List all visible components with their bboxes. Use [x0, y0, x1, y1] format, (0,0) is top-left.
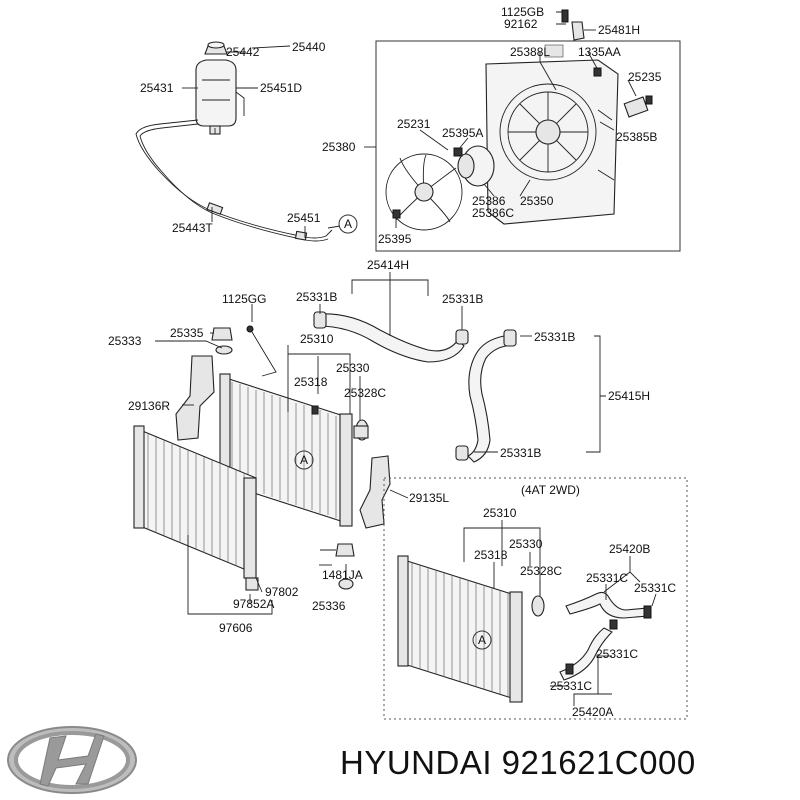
part-label-25451d: 25451D: [260, 81, 302, 95]
fan-motor: [453, 145, 495, 187]
coolant-reservoir-assembly: [135, 41, 333, 242]
part-label-25420b: 25420B: [609, 542, 650, 556]
part-label-97606: 97606: [219, 621, 253, 635]
condenser: [133, 425, 257, 579]
part-label-25331b-lower-bottom: 25331B: [500, 446, 541, 460]
reference-circle-a-radiator: [294, 450, 314, 470]
part-label-25431: 25431: [140, 81, 174, 95]
reference-circle-a: [338, 214, 358, 234]
radiator-small-parts: [211, 325, 369, 591]
fan-shroud: [485, 59, 619, 225]
part-label-25328c: 25328C: [344, 386, 386, 400]
part-label-1335aa: 1335AA: [578, 45, 621, 59]
part-label-25414h: 25414H: [367, 258, 409, 272]
part-label-92162: 92162: [504, 17, 538, 31]
part-label-25333: 25333: [108, 334, 142, 348]
reference-letter-a-variant: A: [478, 633, 486, 647]
variant-hoses: [559, 591, 652, 681]
part-label-25420a: 25420A: [572, 705, 613, 719]
part-label-25440: 25440: [292, 40, 326, 54]
part-label-25335: 25335: [170, 326, 204, 340]
part-label-25386c: 25386C: [472, 206, 514, 220]
reference-letter-a: A: [344, 217, 352, 231]
product-caption: HYUNDAI 921621C000: [340, 744, 696, 781]
part-label-25388l: 25388L: [510, 45, 550, 59]
part-label-25310-variant: 25310: [483, 506, 517, 520]
part-label-25318-variant: 25318: [474, 548, 508, 562]
part-label-25443t: 25443T: [172, 221, 213, 235]
air-guard-left: [359, 455, 391, 529]
part-label-1125gb: 1125GB: [501, 5, 544, 19]
part-label-29136r: 29136R: [128, 399, 170, 413]
part-label-25231: 25231: [397, 117, 431, 131]
reference-letter-a-radiator: A: [300, 453, 308, 467]
part-label-25481h: 25481H: [598, 23, 640, 37]
part-label-25331c-top-left: 25331C: [586, 571, 628, 585]
part-label-25442: 25442: [226, 45, 260, 59]
part-label-1481ja: 1481JA: [322, 568, 363, 582]
fan-top-bracket: [392, 9, 602, 219]
part-label-25331b-upper-right: 25331B: [442, 292, 483, 306]
fan-resistor: [623, 95, 653, 118]
reservoir-leader-lines: [182, 45, 341, 238]
part-label-25310: 25310: [300, 332, 334, 346]
part-label-97802: 97802: [265, 585, 299, 599]
part-label-25328c-variant: 25328C: [520, 564, 562, 578]
part-label-25331c-top-right: 25331C: [634, 581, 676, 595]
part-label-25331b-upper-left: 25331B: [296, 290, 337, 304]
part-label-25350: 25350: [520, 194, 554, 208]
fan-leader-lines: [364, 11, 637, 228]
part-label-25415h: 25415H: [608, 389, 650, 403]
part-label-25451: 25451: [287, 211, 321, 225]
part-label-25331c-bottom: 25331C: [550, 679, 592, 693]
fan-assembly-box: [375, 40, 681, 252]
part-label-25330-variant: 25330: [509, 537, 543, 551]
part-label-25318: 25318: [294, 375, 328, 389]
part-label-29135l: 29135L: [409, 491, 449, 505]
radiator-leader-lines: [155, 304, 409, 615]
variant-leader-lines: [463, 520, 657, 706]
part-label-25380: 25380: [322, 140, 356, 154]
part-label-25395: 25395: [378, 232, 412, 246]
upper-radiator-hose: [313, 311, 469, 363]
part-label-25385b: 25385B: [616, 130, 657, 144]
label-tag-icon: [544, 44, 564, 58]
reference-circle-a-variant: [472, 630, 492, 650]
part-label-25331c-middle: 25331C: [596, 647, 638, 661]
part-label-1125gg: 1125GG: [222, 292, 266, 306]
part-label-25235: 25235: [628, 70, 662, 84]
part-label-25395a: 25395A: [442, 126, 483, 140]
part-label-25330: 25330: [336, 361, 370, 375]
part-label-25336: 25336: [312, 599, 346, 613]
variant-radiator: [397, 555, 545, 703]
part-label-25331b-lower-top: 25331B: [534, 330, 575, 344]
variant-4at-2wd-box: [383, 477, 688, 720]
lower-radiator-hose: [455, 329, 517, 463]
part-label-97852a: 97852A: [233, 597, 274, 611]
variant-label-4at-2wd: (4AT 2WD): [521, 483, 580, 497]
hyundai-logo: [7, 726, 137, 794]
part-label-25386: 25386: [472, 194, 506, 208]
air-guard-right: [175, 355, 215, 441]
fan-blade: [385, 153, 463, 231]
hose-leader-lines: [319, 272, 606, 453]
